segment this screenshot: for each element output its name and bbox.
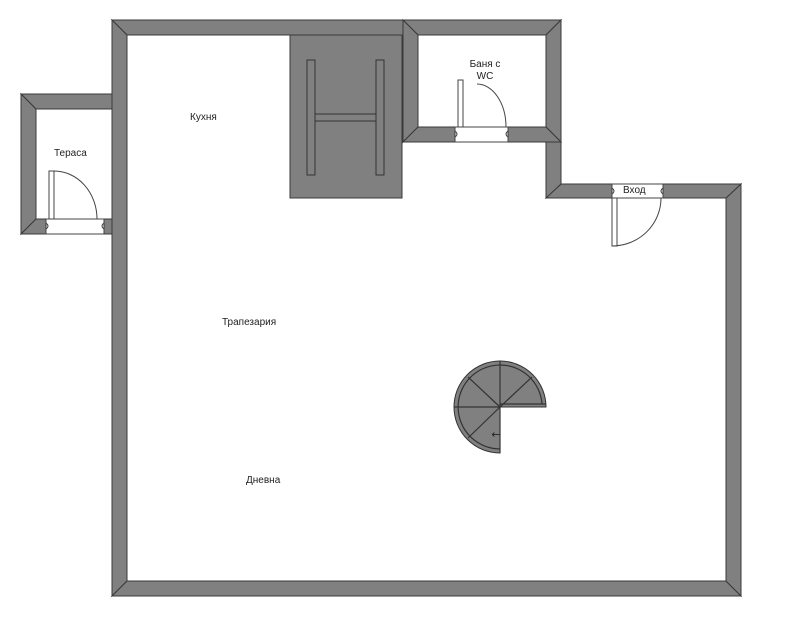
spiral-staircase: ← [453, 360, 547, 454]
room-label-bathroom: Баня с WC [465, 59, 505, 83]
wall-top-main [110, 19, 404, 36]
wall-bath-right [545, 18, 562, 144]
wall-left-main [111, 18, 128, 598]
wall-entrance-right [662, 183, 743, 199]
straight-staircase [289, 34, 403, 199]
bathroom-label-line2: WC [476, 71, 494, 82]
room-label-dining: Трапезария [222, 317, 277, 328]
room-label-kitchen: Кухня [190, 112, 217, 123]
entrance-door[interactable] [611, 183, 664, 247]
wall-right [725, 182, 742, 598]
bathroom-door[interactable] [454, 79, 509, 143]
wall-terrace-left [20, 92, 37, 236]
wall-bath-left [402, 18, 419, 144]
stair-direction-arrow: ← [491, 428, 500, 441]
room-label-terrace: Тераса [54, 148, 87, 159]
wall-terrace-top [19, 93, 113, 110]
bathroom-label-line1: Баня с [469, 59, 501, 70]
terrace-door[interactable] [45, 170, 105, 235]
room-label-living: Дневна [246, 475, 281, 486]
wall-bath-top [401, 19, 563, 36]
room-label-entrance: Вход [623, 185, 646, 196]
wall-bottom [110, 580, 743, 597]
wall-terrace-bottom-right [103, 218, 113, 235]
